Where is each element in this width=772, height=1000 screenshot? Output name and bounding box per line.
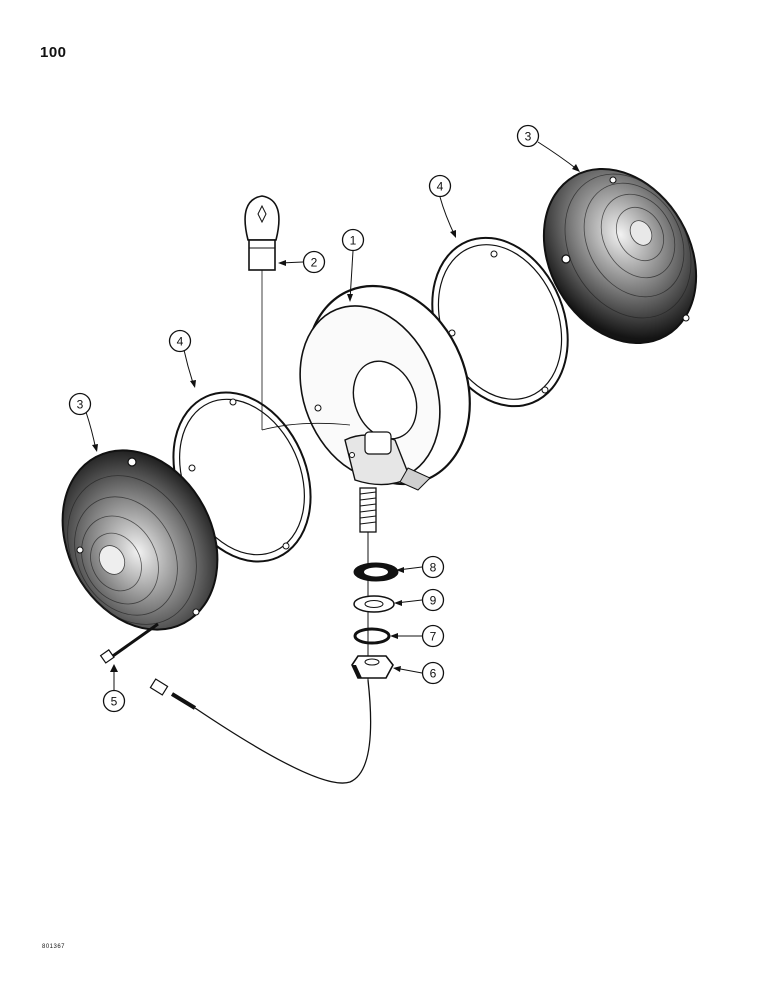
callout-3-right: 3 [516, 124, 540, 148]
screw [99, 622, 159, 664]
page-number: 100 [40, 44, 67, 61]
bulb [244, 195, 351, 431]
callout-9: 9 [421, 588, 445, 612]
callout-9-label: 9 [430, 594, 437, 608]
callout-4-left: 4 [168, 329, 192, 353]
callout-6: 6 [421, 661, 445, 685]
lock-washer [353, 627, 391, 645]
callout-8: 8 [421, 555, 445, 579]
callout-1: 1 [341, 228, 365, 252]
callout-5-label: 5 [111, 695, 118, 709]
leader-arrows [92, 164, 580, 672]
callout-3-left-label: 3 [77, 398, 84, 412]
callout-3-right-label: 3 [525, 130, 532, 144]
wire-lead [149, 678, 372, 784]
callout-4-right-label: 4 [437, 180, 444, 194]
callout-6-label: 6 [430, 667, 437, 681]
lens-left [61, 449, 219, 631]
washer-seal [353, 562, 399, 582]
hex-nut [351, 655, 394, 679]
figure-code: 801367 [42, 944, 66, 950]
callout-2: 2 [302, 250, 326, 274]
lens-right [542, 167, 698, 345]
callout-1-label: 1 [350, 234, 357, 248]
callout-5: 5 [102, 689, 126, 713]
lamp-housing [299, 284, 471, 680]
callout-3-left: 3 [68, 392, 92, 416]
callout-2-label: 2 [311, 256, 318, 270]
callout-7: 7 [421, 624, 445, 648]
callout-4-left-label: 4 [177, 335, 184, 349]
callout-7-label: 7 [430, 630, 437, 644]
flat-washer [353, 595, 395, 613]
callout-4-right: 4 [428, 174, 452, 198]
callout-8-label: 8 [430, 561, 437, 575]
